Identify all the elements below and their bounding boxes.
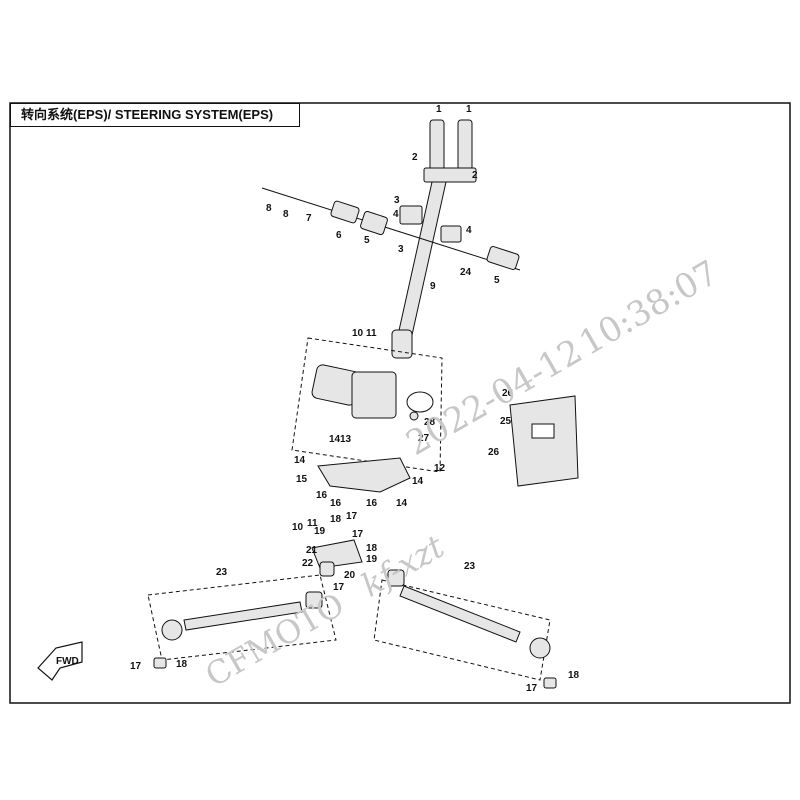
fwd-direction-badge: FWD (37, 641, 83, 681)
nut-18-left (153, 657, 167, 669)
callout: 21 (306, 545, 318, 556)
callout: 12 (434, 463, 446, 474)
tie-rod-left-box (147, 574, 337, 661)
callout: 14 (329, 434, 341, 445)
nut-22 (319, 561, 335, 577)
callout: 17 (352, 529, 364, 540)
tie-rod-left-bar (183, 601, 303, 631)
bushing-6 (330, 200, 360, 224)
callout: 4 (466, 225, 472, 236)
cross-bar (261, 187, 521, 271)
callout: 18 (330, 514, 342, 525)
callout: 26 (502, 388, 514, 399)
tie-rod-left (153, 591, 323, 669)
callout: 27 (418, 433, 430, 444)
callout: 23 (216, 567, 228, 578)
watermark: CFMOTO kf-xzt 2022-04-12 10:38:07 (199, 253, 725, 695)
callout: 9 (430, 281, 436, 292)
tie-rod-left-joint (305, 591, 323, 609)
callout: 17 (130, 661, 142, 672)
diagram-border (9, 102, 791, 704)
washer-28 (409, 411, 419, 421)
eps-controller (509, 395, 579, 487)
o-ring (406, 391, 434, 413)
universal-joint (391, 329, 413, 359)
callout: 16 (330, 498, 342, 509)
tie-rod-right-bar (399, 585, 521, 643)
callout: 20 (344, 570, 356, 581)
callout: 8 (266, 203, 272, 214)
mount-bracket (317, 457, 411, 493)
callout: 17 (333, 582, 345, 593)
tie-rod-right-joint (387, 569, 405, 587)
callout: 18 (176, 659, 188, 670)
callout: 26 (488, 447, 500, 458)
bushing-5-right (486, 246, 520, 270)
callout: 19 (366, 554, 378, 565)
callout: 1 (466, 104, 472, 115)
block-4-right (440, 225, 462, 243)
callout: 14 (412, 476, 424, 487)
bracket-plate (317, 457, 411, 493)
callout: 3 (394, 195, 400, 206)
steering-column (391, 119, 477, 359)
steering-shaft (397, 181, 447, 336)
top-bracket (423, 167, 477, 183)
handlebar-clamp-left (429, 119, 445, 171)
ecu-label-plate (531, 423, 555, 439)
eps-motor (311, 364, 434, 421)
callout: 16 (316, 490, 328, 501)
callout: 18 (568, 670, 580, 681)
nut-18-right (543, 677, 557, 689)
page-title: 转向系统(EPS)/ STEERING SYSTEM(EPS) (10, 103, 300, 127)
callout: 3 (398, 244, 404, 255)
bushing-5-left (360, 211, 388, 235)
eps-unit-box (291, 337, 443, 473)
callout: 5 (364, 235, 370, 246)
callout: 15 (296, 474, 308, 485)
watermark-time: 10:38:07 (573, 253, 725, 364)
callout: 23 (464, 561, 476, 572)
pitman-arm (311, 539, 363, 577)
fwd-arrow-icon (37, 641, 83, 681)
callout: 17 (526, 683, 538, 694)
callout: 1 (436, 104, 442, 115)
tie-rod-left-end (161, 619, 183, 641)
watermark-brand: CFMOTO (199, 585, 351, 695)
callout: 6 (336, 230, 342, 241)
callout: 25 (500, 416, 512, 427)
callout: 24 (460, 267, 472, 278)
fwd-label: FWD (56, 656, 79, 667)
tie-rod-right-box (373, 579, 551, 681)
tie-rod-right (387, 569, 557, 689)
callout: 4 (393, 209, 399, 220)
ecu-body (509, 395, 579, 487)
pitman-plate (311, 539, 363, 569)
tie-rod-right-end (529, 637, 551, 659)
callout: 8 (283, 209, 289, 220)
callout: 11 (366, 328, 377, 339)
callout: 16 (366, 498, 378, 509)
callout: 13 (340, 434, 352, 445)
callout: 2 (412, 152, 418, 163)
callout: 22 (302, 558, 314, 569)
callout: 18 (366, 543, 378, 554)
callout: 10 (292, 522, 304, 533)
callout: 2 (472, 170, 478, 181)
callout: 5 (494, 275, 500, 286)
callout: 19 (314, 526, 326, 537)
callout: 17 (346, 511, 358, 522)
block-4-left (399, 205, 423, 225)
eps-gearbox (351, 371, 397, 419)
callout: 7 (306, 213, 312, 224)
callout-numbers: 1 1 2 2 3 3 4 4 5 5 6 7 8 8 9 10 10 11 1… (130, 104, 580, 694)
handlebar-clamp-right (457, 119, 473, 171)
callout: 14 (294, 455, 306, 466)
callout: 10 (352, 328, 364, 339)
callout: 11 (307, 518, 318, 529)
callout: 14 (396, 498, 408, 509)
callout: 28 (424, 417, 436, 428)
